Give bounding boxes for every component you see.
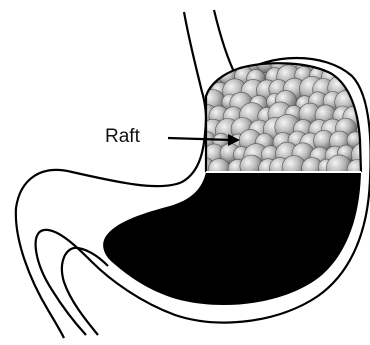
raft-bubble (348, 54, 366, 72)
stomach-contents (103, 172, 361, 305)
esophagus-inner-wall (214, 10, 236, 76)
duodenum-wall (62, 248, 108, 335)
raft-label: Raft (105, 126, 141, 147)
esophagus-outer-wall (184, 12, 206, 118)
raft-bubble (197, 56, 214, 73)
